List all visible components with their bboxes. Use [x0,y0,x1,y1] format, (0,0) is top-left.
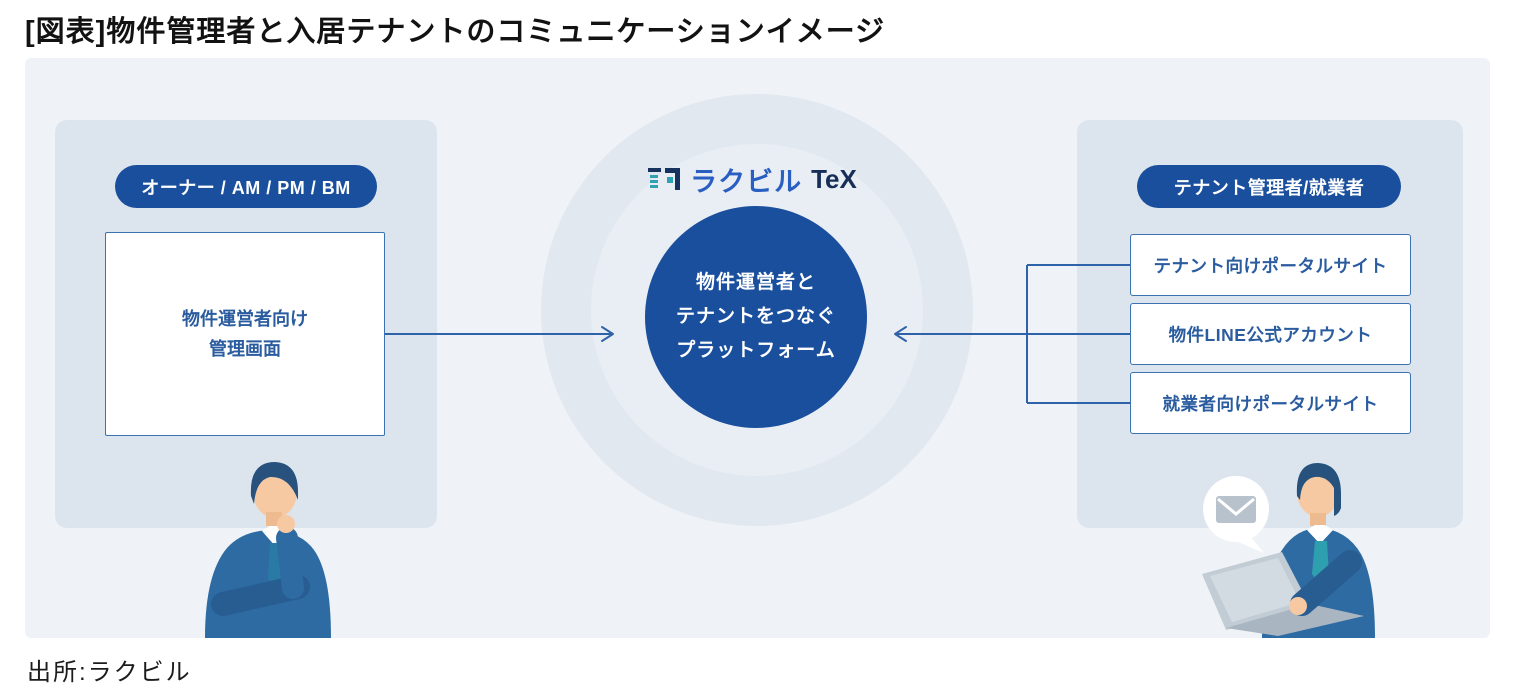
owner-pill-label: オーナー / AM / PM / BM [141,177,351,198]
worker-portal-label: 就業者向けポータルサイト [1162,393,1379,414]
tenant-portal-label: テナント向けポータルサイト [1153,255,1388,276]
page-title: [図表]物件管理者と入居テナントのコミュニケーションイメージ [25,16,886,48]
core-line-1: 物件運営者と [695,272,816,293]
logo-text-sub: TeX [811,163,857,194]
speech-bubble [1203,476,1269,553]
core-line-3: プラットフォーム [676,340,836,361]
worker-portal-box: 就業者向けポータルサイト [1130,372,1411,434]
tenant-pill-label: テナント管理者/就業者 [1173,177,1365,198]
line-account-box: 物件LINE公式アカウント [1130,303,1411,365]
line-account-label: 物件LINE公式アカウント [1168,324,1373,345]
diagram-canvas: ラクビル TeX 物件運営者と テナントをつなぐ プラットフォーム オーナー /… [25,58,1490,638]
tenant-illustration [1202,463,1375,638]
manager-illustration [205,462,331,638]
rakubiru-logo-icon [648,168,681,190]
owner-pill: オーナー / AM / PM / BM [115,165,377,208]
admin-screen-box: 物件運営者向け 管理画面 [105,232,385,436]
mail-icon [1216,496,1256,523]
admin-box-line-2: 管理画面 [209,339,281,359]
admin-box-line-1: 物件運営者向け [182,309,308,329]
logo-text-main: ラクビル [690,166,803,197]
tenant-pill: テナント管理者/就業者 [1137,165,1401,208]
tenant-portal-box: テナント向けポータルサイト [1130,234,1411,296]
platform-core-circle: 物件運営者と テナントをつなぐ プラットフォーム [645,206,867,428]
core-line-2: テナントをつなぐ [675,306,836,327]
source-caption: 出所:ラクビル [27,659,192,686]
rakubiru-logo: ラクビル TeX [537,162,967,197]
